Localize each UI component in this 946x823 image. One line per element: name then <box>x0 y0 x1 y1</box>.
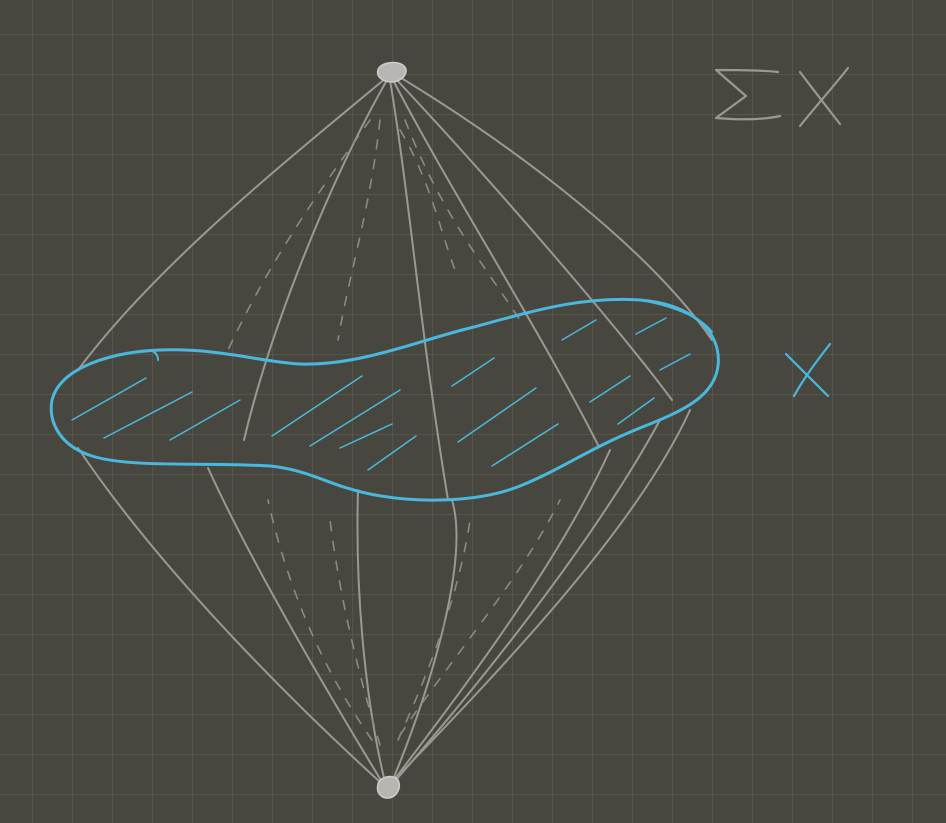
hatch-mark <box>339 423 393 449</box>
hatch-mark <box>271 375 363 437</box>
upper-cone-line-5 <box>394 77 673 401</box>
lower-dashed-line-3 <box>397 519 471 741</box>
x-glyph-stroke-1 <box>798 70 842 126</box>
lower-dashed-line-1 <box>267 499 373 741</box>
upper-cone-line-right <box>397 75 713 341</box>
lower-dashed-line-4 <box>399 499 561 736</box>
space-x-outline-notch <box>149 349 159 361</box>
hatch-mark <box>71 377 147 421</box>
hatch-mark <box>103 391 193 439</box>
apex-dot-icon <box>376 61 407 83</box>
upper-cone-dashed <box>227 119 521 351</box>
lower-cone-dashed <box>267 499 561 746</box>
apex-dot-icon <box>376 775 400 799</box>
lower-cone-line-2 <box>207 467 383 783</box>
upper-cone-lines <box>77 75 713 501</box>
lower-cone-line-6 <box>395 419 661 781</box>
upper-cone-line-left <box>77 77 387 371</box>
hatch-mark <box>635 317 667 335</box>
lower-cone-line-right <box>397 409 691 777</box>
south-vertex <box>376 775 400 799</box>
lower-cone-line-5 <box>393 449 611 781</box>
hatch-mark <box>589 375 631 403</box>
upper-cone-line-3 <box>389 79 449 501</box>
lower-cone-line-3 <box>356 489 386 783</box>
upper-cone-line-2 <box>243 79 388 441</box>
lower-cone-line-left <box>77 447 381 783</box>
upper-dashed-line-4 <box>399 129 456 271</box>
space-x-outline-retrace <box>639 299 713 333</box>
upper-dashed-line-2 <box>337 119 381 341</box>
hatch-mark <box>169 399 241 441</box>
hatch-mark <box>367 435 417 471</box>
sigma-glyph <box>714 68 782 121</box>
hatch-mark <box>309 389 401 447</box>
space-x-region <box>49 297 720 502</box>
hatch-mark <box>659 353 691 371</box>
space-x-outline <box>49 297 720 502</box>
north-vertex <box>376 61 407 83</box>
space-x-hatching <box>71 317 691 471</box>
hatch-mark <box>451 357 495 387</box>
hatch-mark <box>617 397 655 425</box>
lower-dashed-line-2 <box>329 519 381 746</box>
hatch-mark <box>561 319 597 341</box>
label-sigma-x <box>714 66 850 128</box>
lower-cone-lines <box>77 409 691 783</box>
hatch-mark <box>457 387 537 443</box>
x-glyph-stroke-2 <box>792 342 832 398</box>
x-glyph-stroke-2 <box>798 66 850 128</box>
label-x <box>784 342 832 398</box>
upper-cone-line-4 <box>392 79 599 446</box>
hatch-mark <box>491 423 559 467</box>
upper-dashed-line-3 <box>404 119 521 321</box>
